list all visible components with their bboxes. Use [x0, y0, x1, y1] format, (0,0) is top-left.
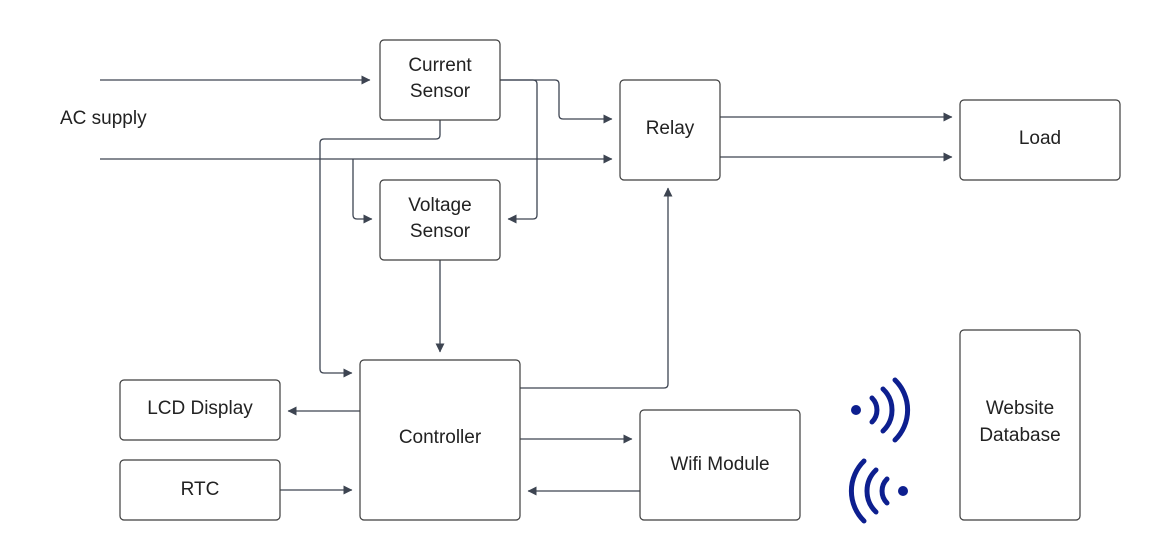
- connectors: [100, 75, 953, 496]
- rtc-block: RTC: [119, 459, 281, 521]
- current-sensor-block: Current Sensor: [379, 39, 501, 121]
- website-database-label-line-1: Website: [986, 398, 1054, 419]
- rtc-label: RTC: [181, 479, 220, 500]
- relay-label: Relay: [646, 118, 695, 139]
- current-sensor-to-relay: [500, 79, 613, 124]
- voltage-sensor-block: Voltage Sensor: [379, 179, 501, 261]
- ac-supply-label: AC supply: [60, 108, 147, 129]
- current-sensor-label-line-1: Current: [408, 55, 472, 76]
- relay-block: Relay: [619, 79, 721, 181]
- ac-line-to-voltage-sensor: [352, 159, 373, 224]
- controller-label: Controller: [399, 427, 482, 448]
- website-database-block: Website Database: [959, 329, 1081, 521]
- lcd-display-block: LCD Display: [119, 379, 281, 441]
- website-database-label-line-2: Database: [979, 425, 1060, 446]
- current-sensor-to-controller: [319, 120, 441, 378]
- load-block: Load: [959, 99, 1121, 181]
- load-label: Load: [1019, 128, 1061, 149]
- wifi-transmit-icon: [851, 377, 911, 443]
- wifi-module-block: Wifi Module: [639, 409, 801, 521]
- current-sensor-label-line-2: Sensor: [410, 81, 471, 102]
- current-sensor-to-voltage-sensor: [500, 79, 538, 224]
- voltage-sensor-label-line-1: Voltage: [408, 195, 471, 216]
- controller-to-relay: [520, 187, 673, 389]
- wifi-module-label: Wifi Module: [670, 454, 769, 475]
- voltage-sensor-label-line-2: Sensor: [410, 221, 471, 242]
- wifi-receive-icon: [848, 458, 908, 524]
- controller-block: Controller: [359, 359, 521, 521]
- lcd-display-label: LCD Display: [147, 398, 253, 419]
